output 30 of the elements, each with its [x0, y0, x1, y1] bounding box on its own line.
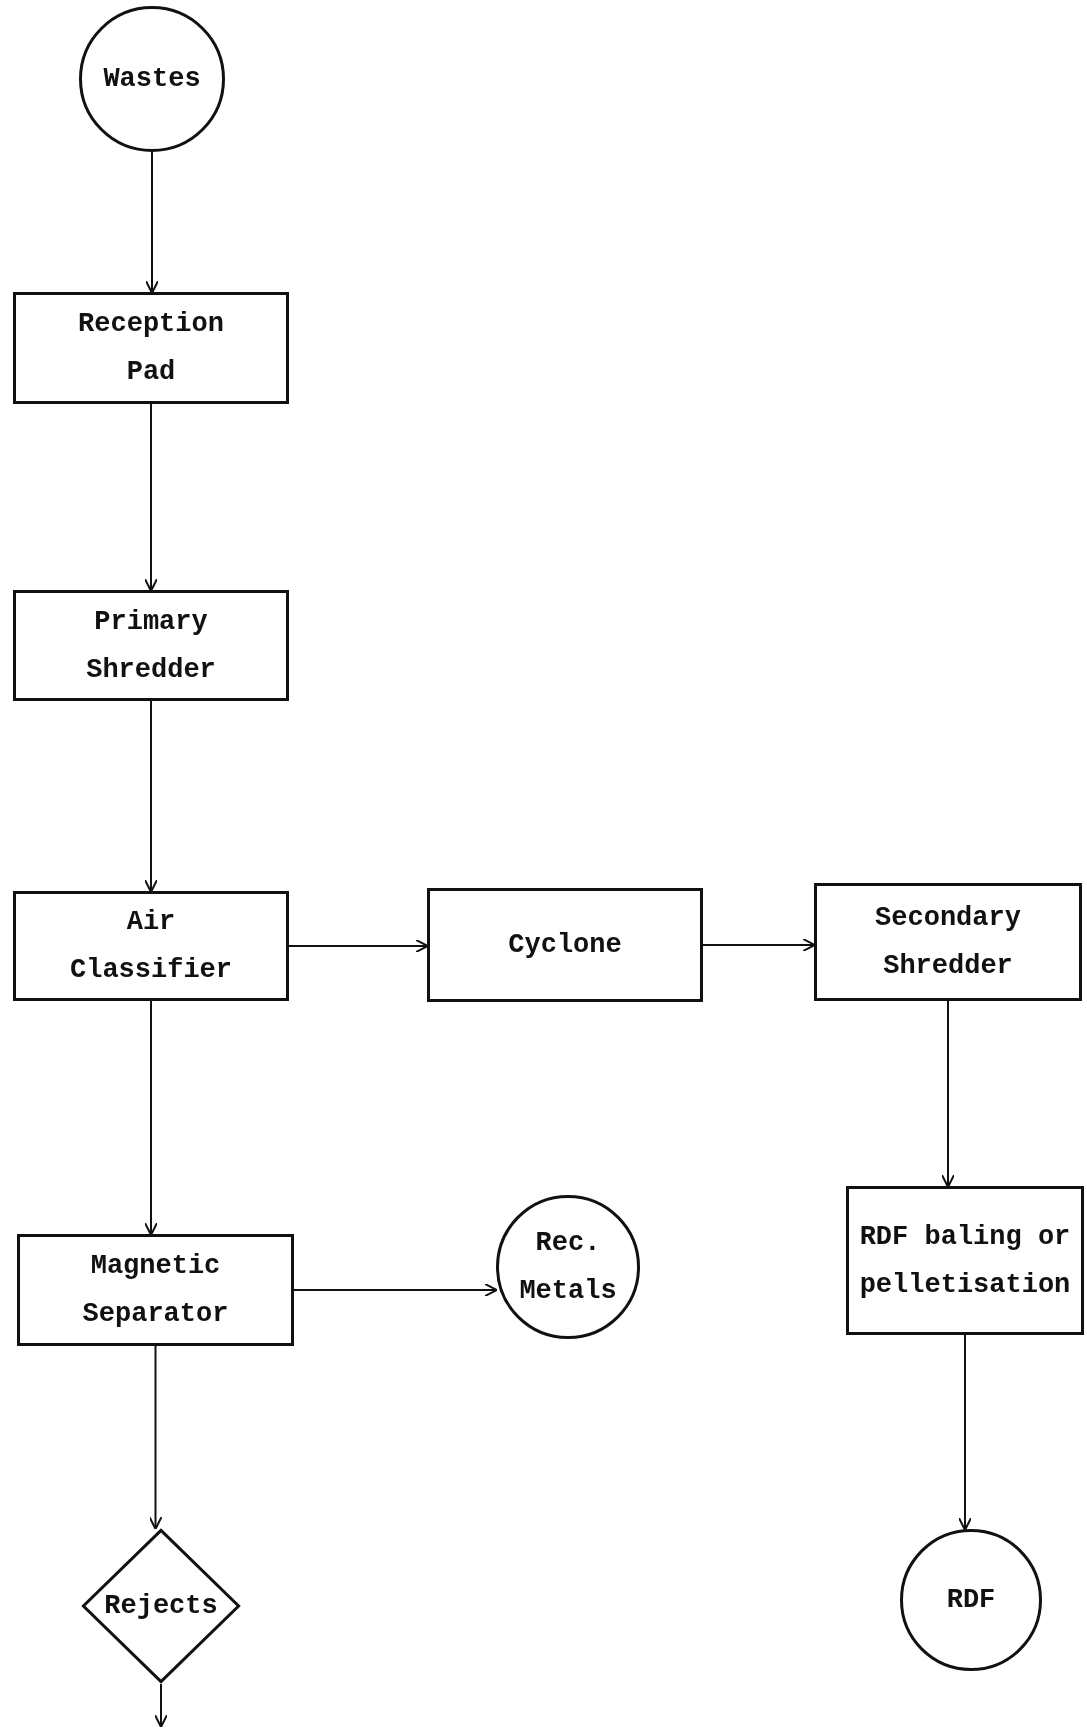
- node-label: Rec. Metals: [518, 1227, 618, 1308]
- process-box: [13, 891, 289, 1001]
- node-label: Cyclone: [508, 929, 622, 962]
- process-box: [13, 292, 289, 404]
- arrow: [144, 700, 158, 893]
- process-box: [17, 1234, 294, 1346]
- node-label: Rejects: [104, 1590, 218, 1623]
- arrow: [941, 1000, 955, 1188]
- node-label: Magnetic Separator: [81, 1250, 230, 1331]
- node-label: RDF: [946, 1584, 996, 1617]
- arrow: [288, 939, 429, 953]
- arrow: [148, 1345, 163, 1530]
- process-box: [427, 888, 703, 1002]
- node-label: Air Classifier: [69, 906, 233, 987]
- process-box: [846, 1186, 1084, 1335]
- node-label: RDF baling or pelletisation: [858, 1220, 1072, 1302]
- node-label: Secondary Shredder: [874, 902, 1022, 983]
- arrow: [154, 1683, 168, 1728]
- node-label: Reception Pad: [77, 308, 225, 389]
- arrow: [702, 938, 816, 952]
- arrow: [144, 1000, 158, 1236]
- arrow: [293, 1283, 498, 1297]
- node-label: Primary Shredder: [85, 605, 217, 687]
- arrow: [145, 151, 159, 294]
- process-box: [814, 883, 1082, 1001]
- process-box: [13, 590, 289, 701]
- node-label: Wastes: [103, 63, 201, 96]
- arrow: [144, 403, 158, 592]
- arrow: [958, 1334, 972, 1531]
- decision-diamond: [81, 1528, 241, 1684]
